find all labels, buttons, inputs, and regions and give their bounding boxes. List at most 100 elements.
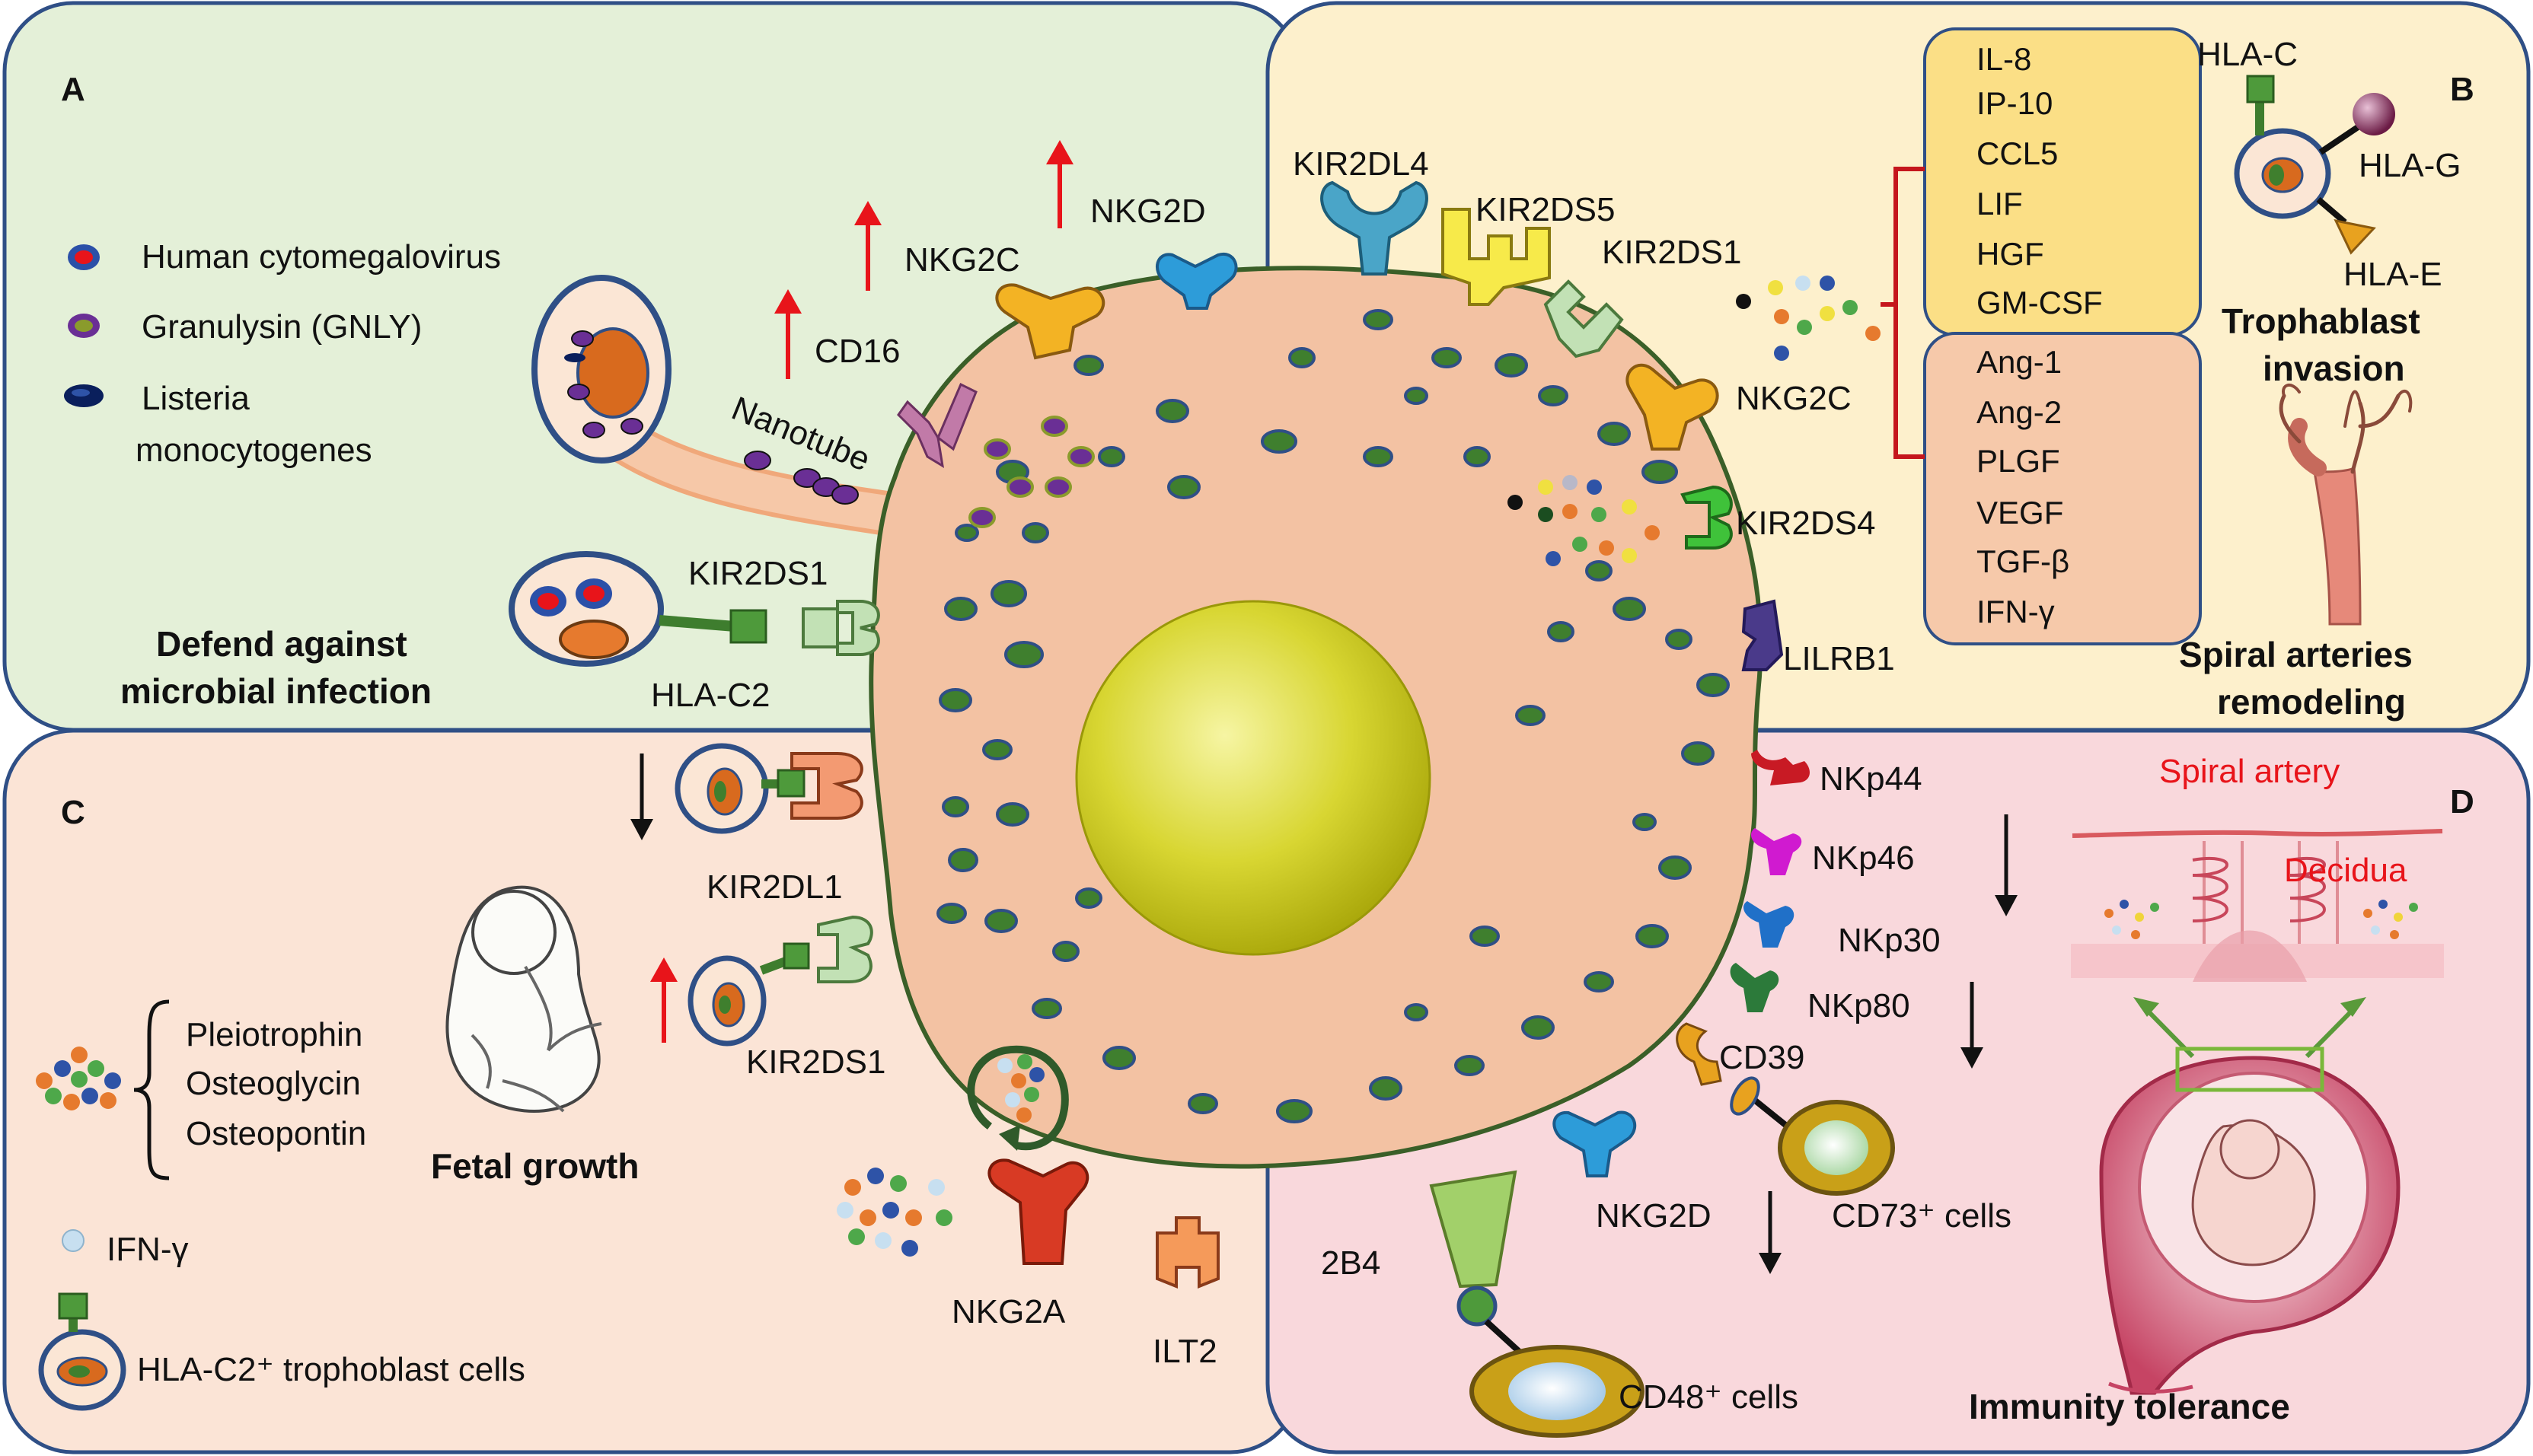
granule xyxy=(1261,429,1297,454)
kir2dl4-receptor xyxy=(1320,180,1428,276)
hla-e-label: HLA-E xyxy=(2343,256,2442,293)
granule xyxy=(1032,998,1062,1019)
granule xyxy=(1276,1099,1313,1123)
legend-hcmv: Human cytomegalovirus xyxy=(142,238,501,276)
panel-d-down-arrows xyxy=(1759,814,2018,1274)
granule xyxy=(955,524,979,542)
cytokine-bracket xyxy=(1881,167,1925,459)
granule xyxy=(1632,813,1657,831)
nkp46-label: NKp46 xyxy=(1812,840,1915,877)
nkg2c-label-b: NKG2C xyxy=(1736,380,1852,417)
svg-text:GM-CSF: GM-CSF xyxy=(1976,285,2103,320)
factor-osteopontin: Osteopontin xyxy=(186,1115,366,1152)
granule xyxy=(1635,924,1669,948)
hla-trophoblast: HLA-C HLA-G HLA-E xyxy=(2197,36,2461,293)
kir2dl1-receptor xyxy=(790,752,863,820)
spiral-artery-label: Spiral artery xyxy=(2159,753,2340,790)
granule xyxy=(996,802,1029,827)
granule xyxy=(1454,1055,1485,1076)
granule xyxy=(936,903,967,924)
cd39-receptor xyxy=(1676,1022,1722,1086)
granule xyxy=(939,688,972,712)
granule xyxy=(1547,621,1574,642)
nkg2a-receptor xyxy=(987,1158,1089,1265)
factor-pleiotrophin: Pleiotrophin xyxy=(186,1016,362,1053)
vessel-branch-icon xyxy=(2279,384,2413,626)
kir2ds1-label-c: KIR2DS1 xyxy=(746,1043,885,1081)
granulysin-granule xyxy=(984,438,1011,460)
granule xyxy=(1073,355,1104,376)
panel-c-up-arrow xyxy=(650,957,678,1043)
granule xyxy=(1681,741,1715,766)
granulysin-granule xyxy=(1067,446,1095,467)
ifn-label: IFN-γ xyxy=(107,1231,189,1268)
svg-text:VEGF: VEGF xyxy=(1976,495,2063,530)
kir2ds1-receptor-c xyxy=(817,915,873,983)
granule xyxy=(942,796,969,817)
release-arrow xyxy=(967,1045,1069,1151)
granule xyxy=(982,739,1013,760)
granule xyxy=(1022,522,1049,543)
pregnancy-icon xyxy=(2099,997,2401,1395)
svg-text:Ang-1: Ang-1 xyxy=(1976,344,2062,380)
granule xyxy=(1641,460,1678,484)
fetus-icon xyxy=(445,885,602,1113)
legend-gnly: Granulysin (GNLY) xyxy=(142,308,422,346)
kir2ds1-label-b: KIR2DS1 xyxy=(1602,234,1741,271)
granulysin-granule xyxy=(1007,476,1034,498)
nanotube-group: Nanotube xyxy=(531,275,909,540)
nkg2d-receptor-a xyxy=(1156,252,1238,310)
hla-c2-cells-label: HLA-C2⁺ trophoblast cells xyxy=(137,1351,525,1388)
cd48-label: CD48⁺ cells xyxy=(1619,1378,1798,1416)
trophoblast-kir-bottom xyxy=(687,942,810,1047)
granulysin-granule xyxy=(968,507,996,528)
granulysin-granule xyxy=(1045,476,1072,498)
granule xyxy=(1469,926,1500,947)
panel-label-d: D xyxy=(2450,783,2474,820)
spiral-caption-1: Spiral arteries xyxy=(2179,635,2413,674)
lilrb1-receptor xyxy=(1741,599,1784,671)
svg-text:LIF: LIF xyxy=(1976,186,2023,221)
lilrb1-label: LILRB1 xyxy=(1783,640,1895,677)
nkg2c-label-a: NKG2C xyxy=(904,241,1020,279)
panel-a-caption-1: Defend against xyxy=(156,624,407,664)
ifn-dot xyxy=(62,1229,85,1252)
hla-g-label: HLA-G xyxy=(2359,147,2461,184)
ilt2-receptor xyxy=(1156,1216,1220,1289)
kir2ds1-receptor-b xyxy=(1543,279,1624,358)
cytokine-box-top: IL-8 IP-10 CCL5 LIF HGF GM-CSF xyxy=(1923,27,2202,336)
kir2dl4-label: KIR2DL4 xyxy=(1293,145,1429,183)
granule xyxy=(1495,353,1528,378)
hla-c2-label-a: HLA-C2 xyxy=(651,677,770,714)
svg-text:TGF-β: TGF-β xyxy=(1976,543,2069,579)
granule xyxy=(1696,673,1730,697)
nk-cell-nucleus xyxy=(1075,600,1431,956)
granule xyxy=(1597,422,1631,446)
nk-granules xyxy=(936,309,1730,1123)
granule xyxy=(1102,1046,1136,1070)
granule xyxy=(1363,309,1393,330)
spiral-artery-icon xyxy=(2071,829,2444,982)
kir2ds1-receptor-a xyxy=(802,600,880,656)
granule xyxy=(1658,855,1692,880)
nkp30-receptor xyxy=(1743,901,1794,948)
granule xyxy=(1369,1076,1402,1101)
factor-osteoglycin: Osteoglycin xyxy=(186,1065,361,1102)
granule xyxy=(1584,971,1614,992)
granule xyxy=(1538,385,1568,406)
kir2ds4-label: KIR2DS4 xyxy=(1736,505,1875,542)
panel-a-up-arrows xyxy=(774,140,1073,379)
granule xyxy=(1404,387,1428,405)
nkg2c-receptor-b xyxy=(1625,363,1719,451)
kir2ds5-receptor xyxy=(1441,208,1551,306)
hla-c-label: HLA-C xyxy=(2197,36,2298,73)
granule xyxy=(1188,1093,1218,1114)
granule xyxy=(1521,1015,1555,1040)
internal-cytokines xyxy=(1507,276,1881,566)
nkp44-label: NKp44 xyxy=(1820,760,1922,798)
nkg2c-receptor-a xyxy=(995,283,1105,360)
panel-c-down-arrow xyxy=(630,753,653,840)
hcmv-infected-cell: HLA-C2 xyxy=(509,551,770,714)
panel-a-caption-2: microbial infection xyxy=(120,671,432,711)
nkp80-label: NKp80 xyxy=(1807,987,1910,1024)
